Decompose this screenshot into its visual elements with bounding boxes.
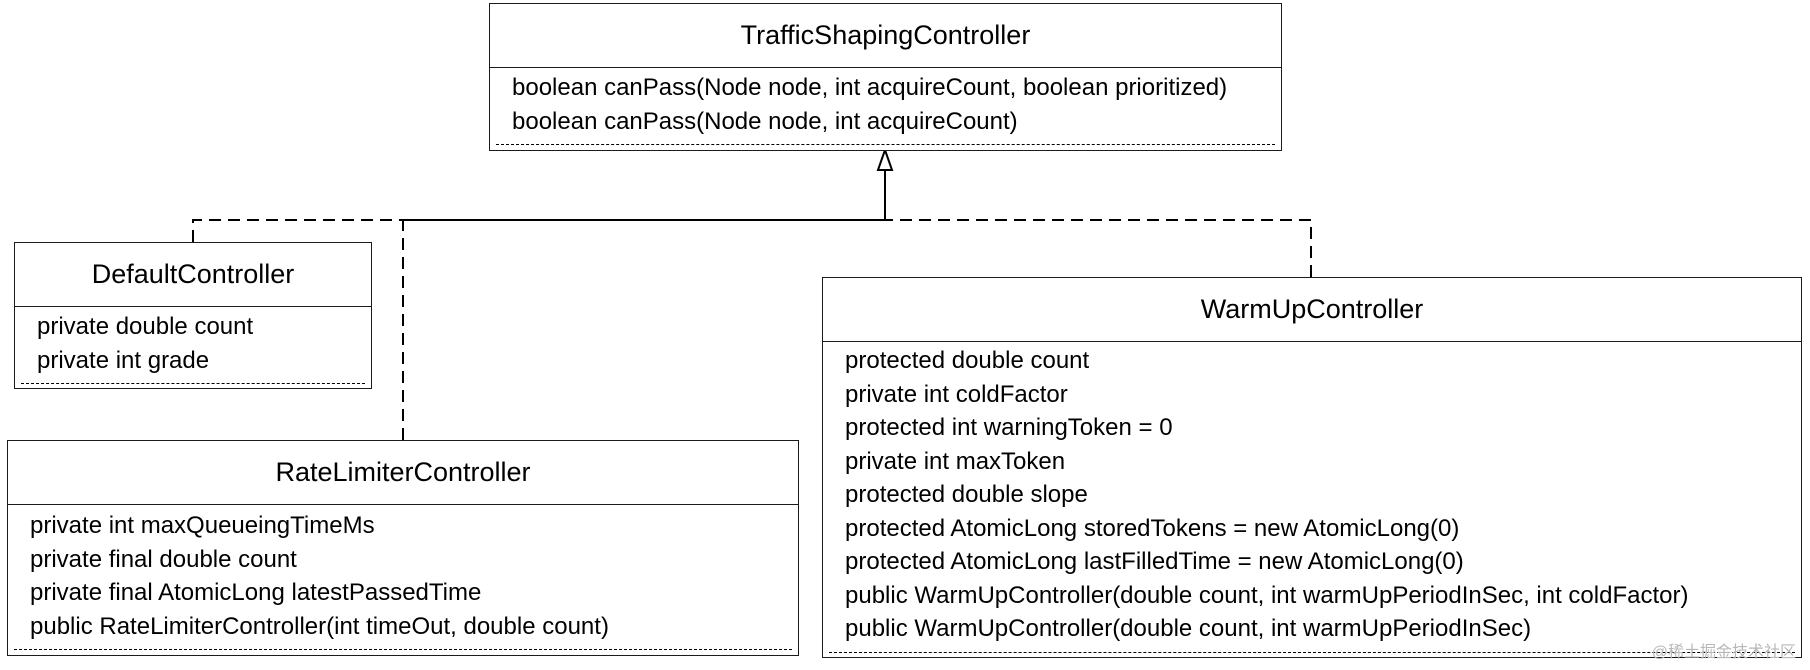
default-controller-realization-line — [192, 219, 885, 242]
rate-limiter-controller-members: private int maxQueueingTimeMs private fi… — [8, 505, 798, 643]
operations-compartment-divider — [14, 649, 792, 654]
warm-up-controller-name: WarmUpController — [823, 278, 1801, 342]
class-member: protected double count — [845, 347, 1090, 374]
class-member: private int maxQueueingTimeMs — [30, 512, 375, 539]
warm-up-controller-members: protected double count private int coldF… — [823, 342, 1801, 646]
class-member: boolean canPass(Node node, int acquireCo… — [512, 74, 1228, 101]
warm-up-controller-class: WarmUpController protected double count … — [822, 277, 1802, 658]
warm-up-controller-realization-line — [885, 219, 1312, 277]
rate-limiter-controller-name: RateLimiterController — [8, 441, 798, 505]
class-member: protected AtomicLong storedTokens = new … — [845, 514, 1460, 542]
rate-limiter-controller-class: RateLimiterController private int maxQue… — [7, 440, 799, 656]
class-member: protected AtomicLong lastFilledTime = ne… — [845, 548, 1464, 575]
default-controller-name: DefaultController — [15, 243, 371, 307]
class-member: public WarmUpController(double count, in… — [845, 615, 1532, 642]
default-controller-members: private double count private int grade — [15, 307, 371, 377]
operations-compartment-divider — [829, 651, 1795, 657]
class-member: private final AtomicLong latestPassedTim… — [30, 579, 482, 606]
class-member: private int coldFactor — [845, 380, 1068, 408]
default-controller-class: DefaultController private double count p… — [14, 242, 372, 389]
watermark: @稀土掘金技术社区 — [1651, 644, 1796, 661]
class-member: private int grade — [37, 346, 210, 374]
class-member: public RateLimiterController(int timeOut… — [30, 612, 609, 640]
class-member: private int maxToken — [845, 447, 1066, 475]
class-member: private double count — [37, 313, 254, 340]
class-member: protected int warningToken = 0 — [845, 414, 1173, 441]
junction-solid-line — [403, 163, 886, 221]
traffic-shaping-controller-name: TrafficShapingController — [490, 4, 1281, 68]
traffic-shaping-controller-class: TrafficShapingController boolean canPass… — [489, 3, 1282, 151]
traffic-shaping-controller-members: boolean canPass(Node node, int acquireCo… — [490, 68, 1281, 138]
class-member: boolean canPass(Node node, int acquireCo… — [512, 107, 1018, 135]
realization-arrowhead — [876, 146, 894, 171]
class-member: public WarmUpController(double count, in… — [845, 581, 1689, 609]
class-member: protected double slope — [845, 481, 1088, 508]
operations-compartment-divider — [21, 383, 365, 388]
class-member: private final double count — [30, 545, 297, 573]
operations-compartment-divider — [496, 144, 1275, 149]
